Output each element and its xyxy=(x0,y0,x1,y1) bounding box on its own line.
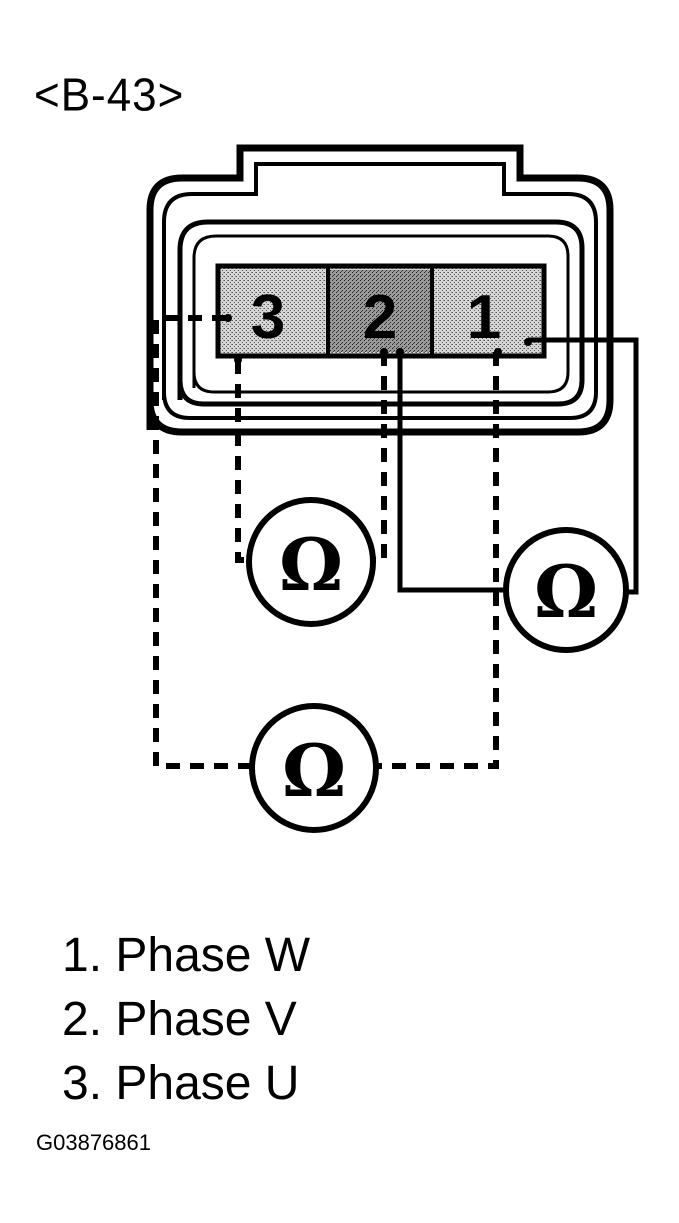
lead-terminal2-to-meter-right xyxy=(397,352,504,593)
terminal-1-label: 1 xyxy=(467,283,501,352)
figure-code: G03876861 xyxy=(36,1130,151,1155)
ohm-symbol-bottom: Ω xyxy=(282,728,346,813)
connector-housing-outer xyxy=(146,144,614,436)
ohmmeter-right: Ω xyxy=(503,527,629,653)
connector-id-label: <B-43> xyxy=(34,69,185,122)
lead-terminal1-to-meter-right xyxy=(528,337,639,595)
ohmmeter-top: Ω xyxy=(246,497,376,627)
connector-housing-inner xyxy=(177,219,585,407)
terminal-2-label: 2 xyxy=(363,283,397,352)
lead-terminal2-to-meter-top xyxy=(374,352,387,563)
connector-housing-middle xyxy=(162,162,598,420)
terminal-legend: 1. Phase W 2. Phase V 3. Phase U xyxy=(62,924,310,1116)
ohm-symbol-top: Ω xyxy=(279,522,343,607)
terminal-3-label: 3 xyxy=(251,283,285,352)
terminal-2-shade xyxy=(328,270,432,352)
legend-item-phase-v: 2. Phase V xyxy=(62,993,297,1046)
lead-terminal1-to-meter-bottom xyxy=(378,352,499,769)
legend-item-phase-u: 3. Phase U xyxy=(62,1057,300,1110)
legend-item-phase-w: 1. Phase W xyxy=(62,929,311,982)
lead-terminal3-to-meter-top xyxy=(235,360,248,563)
ohmmeter-bottom: Ω xyxy=(249,703,379,833)
connector-housing-innermost xyxy=(192,234,570,394)
lead-terminal3-side-to-meter-bottom xyxy=(153,315,250,769)
ohm-symbol-right: Ω xyxy=(534,549,598,634)
